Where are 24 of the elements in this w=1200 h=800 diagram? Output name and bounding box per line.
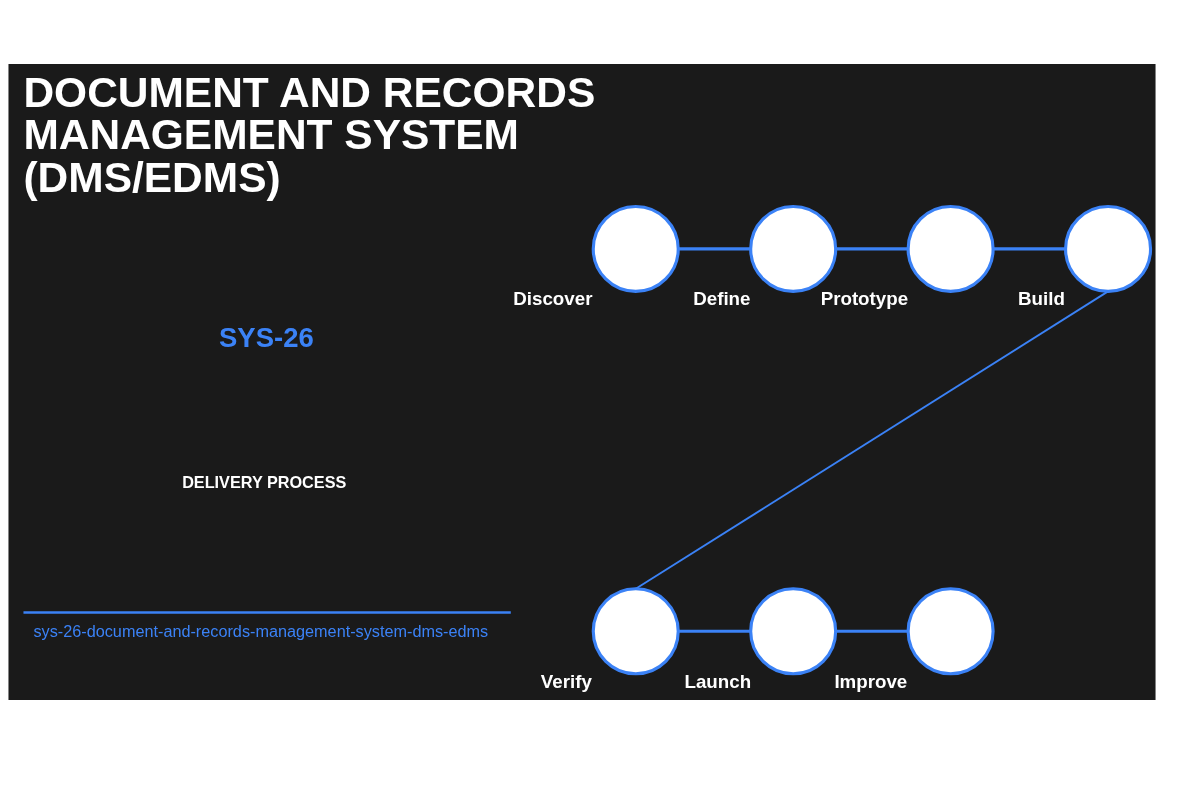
connector xyxy=(678,247,751,251)
diagram-title: DOCUMENT AND RECORDS MANAGEMENT SYSTEM (DMS/EDMS) xyxy=(23,68,596,201)
connector xyxy=(835,247,908,251)
connector xyxy=(634,290,1109,590)
node-label: Verify xyxy=(540,670,592,692)
node-circle xyxy=(591,204,680,293)
node-label: Build xyxy=(1018,288,1065,310)
connector xyxy=(993,247,1066,251)
label: DELIVERY PROCESS xyxy=(182,473,347,492)
node-label: Improve xyxy=(834,670,908,692)
node-circle xyxy=(591,587,680,676)
node-label: Define xyxy=(693,288,751,310)
node-circle xyxy=(749,587,838,676)
node-label: Launch xyxy=(684,670,752,692)
node-circle xyxy=(906,587,995,676)
node-label: Discover xyxy=(513,288,593,310)
node-circle xyxy=(906,204,995,293)
connector xyxy=(678,629,751,633)
node-circle xyxy=(749,204,838,293)
label: SYS-26 xyxy=(219,322,314,354)
connector xyxy=(835,629,908,633)
node-circle xyxy=(1064,204,1153,293)
node-label: Prototype xyxy=(820,288,909,310)
label: sys-26-document-and-records-management-system-dms-edms xyxy=(33,621,489,640)
